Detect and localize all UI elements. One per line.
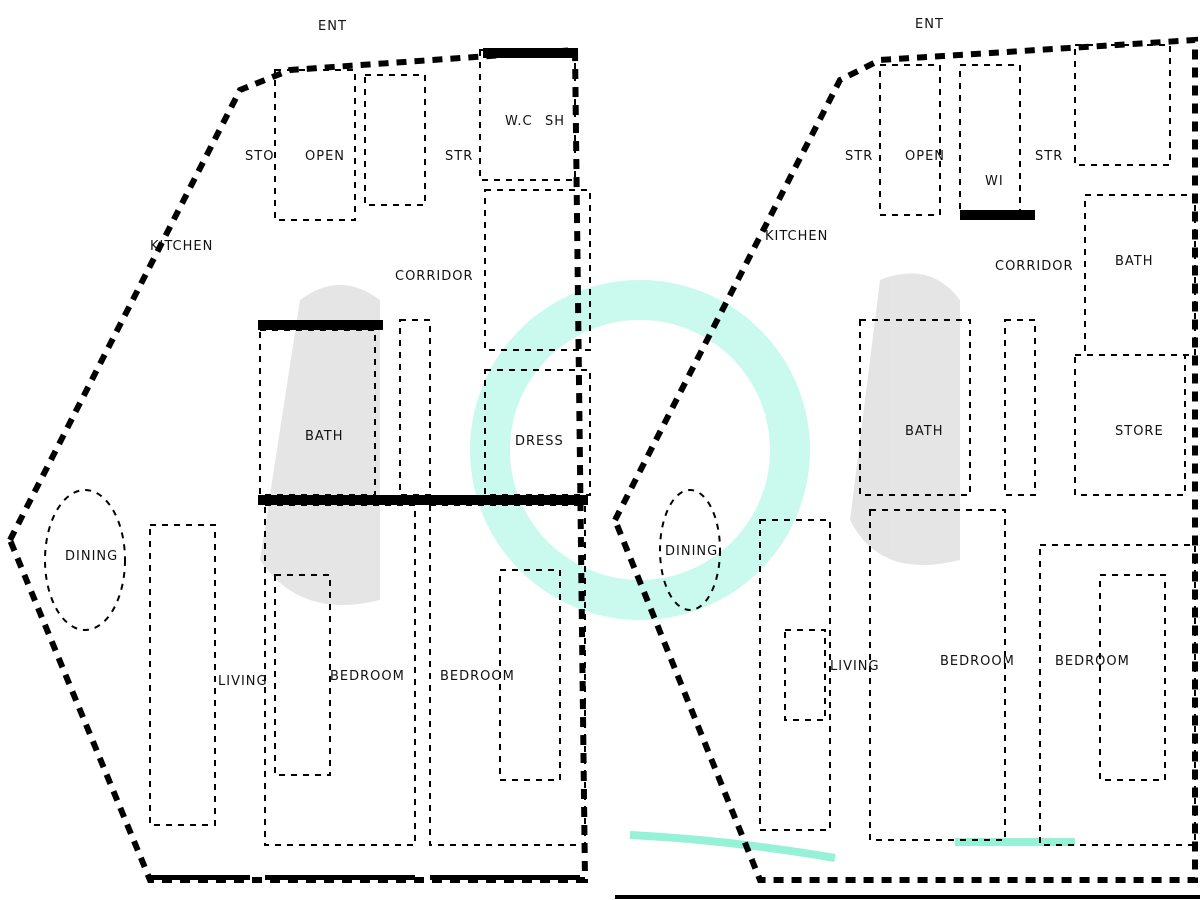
room-label: DRESS	[515, 434, 564, 449]
right-unit	[611, 36, 1200, 899]
room-label: STORE	[1115, 424, 1164, 439]
room-label: WI	[985, 174, 1004, 189]
room-label: BATH	[905, 424, 944, 439]
room-label: BATH	[1115, 254, 1154, 269]
left-unit	[6, 46, 591, 883]
room-label: CORRIDOR	[995, 259, 1073, 274]
room-label: LIVING	[830, 659, 880, 674]
room-label: STR	[845, 149, 873, 164]
room-label: DINING	[65, 549, 118, 564]
watermark-logo	[260, 273, 1075, 862]
room-label: DINING	[665, 544, 718, 559]
room-label: BEDROOM	[1055, 654, 1130, 669]
room-label: CORRIDOR	[395, 269, 473, 284]
room-label: STO	[245, 149, 274, 164]
room-label: BEDROOM	[440, 669, 515, 684]
room-label: STR	[445, 149, 473, 164]
room-label: OPEN	[305, 149, 345, 164]
entrance-label: ENT	[915, 17, 944, 32]
room-label: KITCHEN	[150, 239, 213, 254]
room-label: STR	[1035, 149, 1063, 164]
room-label: KITCHEN	[765, 229, 828, 244]
right-labels: ENT STR OPEN STR WI KITCHEN CORRIDOR BAT…	[665, 17, 1164, 674]
room-label: OPEN	[905, 149, 945, 164]
room-label: W.C	[505, 114, 533, 129]
room-label: BATH	[305, 429, 344, 444]
room-label: BEDROOM	[940, 654, 1015, 669]
left-labels: ENT STO OPEN STR W.C SH KITCHEN CORRIDOR…	[65, 19, 565, 689]
room-label: LIVING	[218, 674, 268, 689]
room-label: SH	[545, 114, 565, 129]
room-label: BEDROOM	[330, 669, 405, 684]
entrance-label: ENT	[318, 19, 347, 34]
